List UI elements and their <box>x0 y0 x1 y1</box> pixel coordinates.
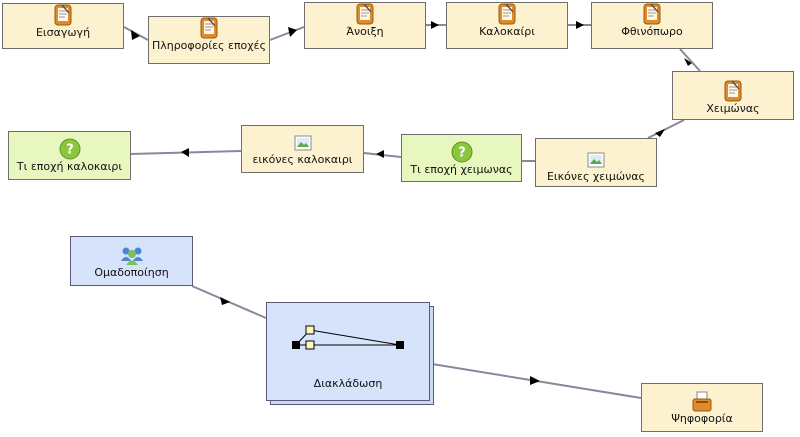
activity-winter-label: Χειμώνας <box>706 102 760 115</box>
notebook-icon <box>54 4 72 26</box>
picture-icon <box>294 135 311 150</box>
svg-text:?: ? <box>66 143 74 158</box>
activity-summer-question-label: Τι εποχή καλοκαιρι <box>16 160 123 173</box>
activity-summer-question[interactable]: ? Τι εποχή καλοκαιρι <box>8 131 131 180</box>
connector-autumn-winter <box>679 48 701 72</box>
people-group-icon <box>120 247 143 265</box>
activity-season-info[interactable]: Πληροφορίες εποχές <box>148 16 270 64</box>
svg-text:?: ? <box>458 145 466 160</box>
activity-spring[interactable]: Άνοιξη <box>304 2 426 49</box>
connector-info-spring <box>269 26 305 41</box>
ballot-box-icon <box>692 391 712 412</box>
activity-autumn-label: Φθινόπωρο <box>621 25 683 38</box>
activity-intro-label: Εισαγωγή <box>35 26 91 39</box>
arrowhead <box>576 21 584 29</box>
activity-winter-pictures-label: Εικόνες χειμώνας <box>546 170 645 183</box>
activity-summer-pictures[interactable]: εικόνες καλοκαιρι <box>241 125 364 173</box>
arrowhead <box>655 129 665 137</box>
notebook-icon <box>724 80 742 102</box>
activity-voting[interactable]: Ψηφοφορία <box>641 383 763 432</box>
activity-summer[interactable]: Καλοκαίρι <box>446 2 568 49</box>
activity-winter-question[interactable]: ? Τι εποχή χειμωνας <box>401 134 522 182</box>
activity-summer-pictures-label: εικόνες καλοκαιρι <box>252 152 353 166</box>
notebook-icon <box>356 3 374 25</box>
arrowhead <box>288 27 297 37</box>
arrowhead <box>376 150 384 158</box>
arrowhead <box>220 297 230 305</box>
question-mark-icon: ? <box>451 141 472 162</box>
activity-spring-label: Άνοιξη <box>346 25 384 38</box>
activity-intro[interactable]: Εισαγωγή <box>2 3 124 49</box>
branching-icon <box>292 325 404 350</box>
activity-grouping-label: Ομαδοποίηση <box>94 265 169 279</box>
activity-autumn[interactable]: Φθινόπωρο <box>591 2 713 49</box>
activity-grouping[interactable]: Ομαδοποίηση <box>70 236 193 286</box>
activity-summer-label: Καλοκαίρι <box>479 25 535 38</box>
activity-branching-label: Διακλάδωση <box>313 377 383 390</box>
arrowhead <box>684 58 692 66</box>
picture-icon <box>587 152 605 168</box>
arrowhead <box>530 376 540 385</box>
activity-winter[interactable]: Χειμώνας <box>672 71 794 120</box>
question-mark-icon: ? <box>59 138 80 160</box>
notebook-icon <box>498 3 516 25</box>
activity-voting-label: Ψηφοφορία <box>671 412 733 425</box>
arrowhead <box>131 30 140 40</box>
notebook-icon <box>200 17 218 39</box>
notebook-icon <box>643 3 661 25</box>
activity-branching[interactable]: Διακλάδωση <box>266 302 430 401</box>
activity-season-info-label: Πληροφορίες εποχές <box>151 39 267 52</box>
activity-winter-question-label: Τι εποχή χειμωνας <box>410 162 513 176</box>
arrowhead <box>181 148 189 157</box>
activity-winter-pictures[interactable]: Εικόνες χειμώνας <box>535 138 657 187</box>
arrowhead <box>431 21 439 29</box>
connector-winter-winterpics <box>647 119 685 139</box>
